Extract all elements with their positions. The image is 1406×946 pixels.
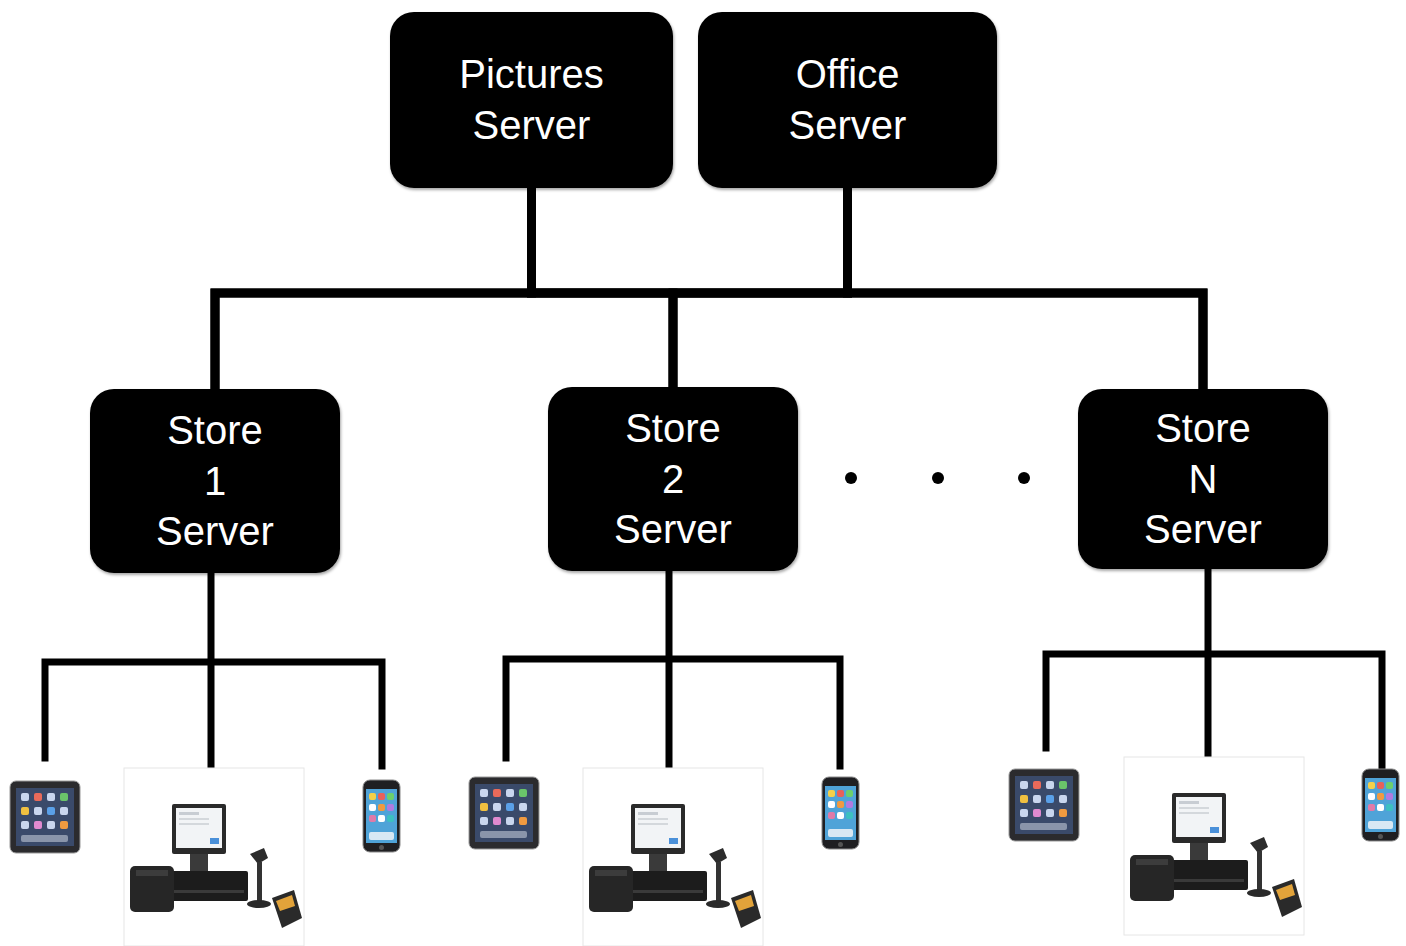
server-label: Store 1 Server [156, 405, 274, 557]
tablet-icon [1009, 769, 1079, 841]
network-link [673, 188, 848, 387]
server-box: Office Server [698, 12, 997, 188]
server-label: Office Server [789, 49, 907, 151]
server-label: Pictures Server [459, 49, 604, 151]
server-box: Pictures Server [390, 12, 673, 188]
server-box: Store 2 Server [548, 387, 798, 571]
server-box: Store 1 Server [90, 389, 340, 573]
network-link [848, 188, 1204, 389]
tablet-icon [10, 781, 80, 853]
network-link [215, 188, 848, 389]
phone-icon [1362, 769, 1399, 841]
server-box: Store N Server [1078, 389, 1328, 569]
pos-terminal-picture [124, 768, 304, 946]
store-1-devices [10, 768, 400, 946]
tablet-icon [469, 777, 539, 849]
pos-terminal-picture [1124, 757, 1304, 935]
store-n-devices [1009, 757, 1399, 935]
network-link [532, 188, 674, 387]
network-link [532, 188, 1204, 389]
connector-layer [215, 188, 1203, 389]
separator-dots [845, 472, 1030, 484]
device-wires [45, 568, 1382, 766]
store-2-devices [469, 768, 859, 946]
phone-icon [363, 780, 400, 852]
phone-icon [822, 777, 859, 849]
server-label: Store N Server [1144, 403, 1262, 555]
server-label: Store 2 Server [614, 403, 732, 555]
pos-terminal-picture [583, 768, 763, 946]
